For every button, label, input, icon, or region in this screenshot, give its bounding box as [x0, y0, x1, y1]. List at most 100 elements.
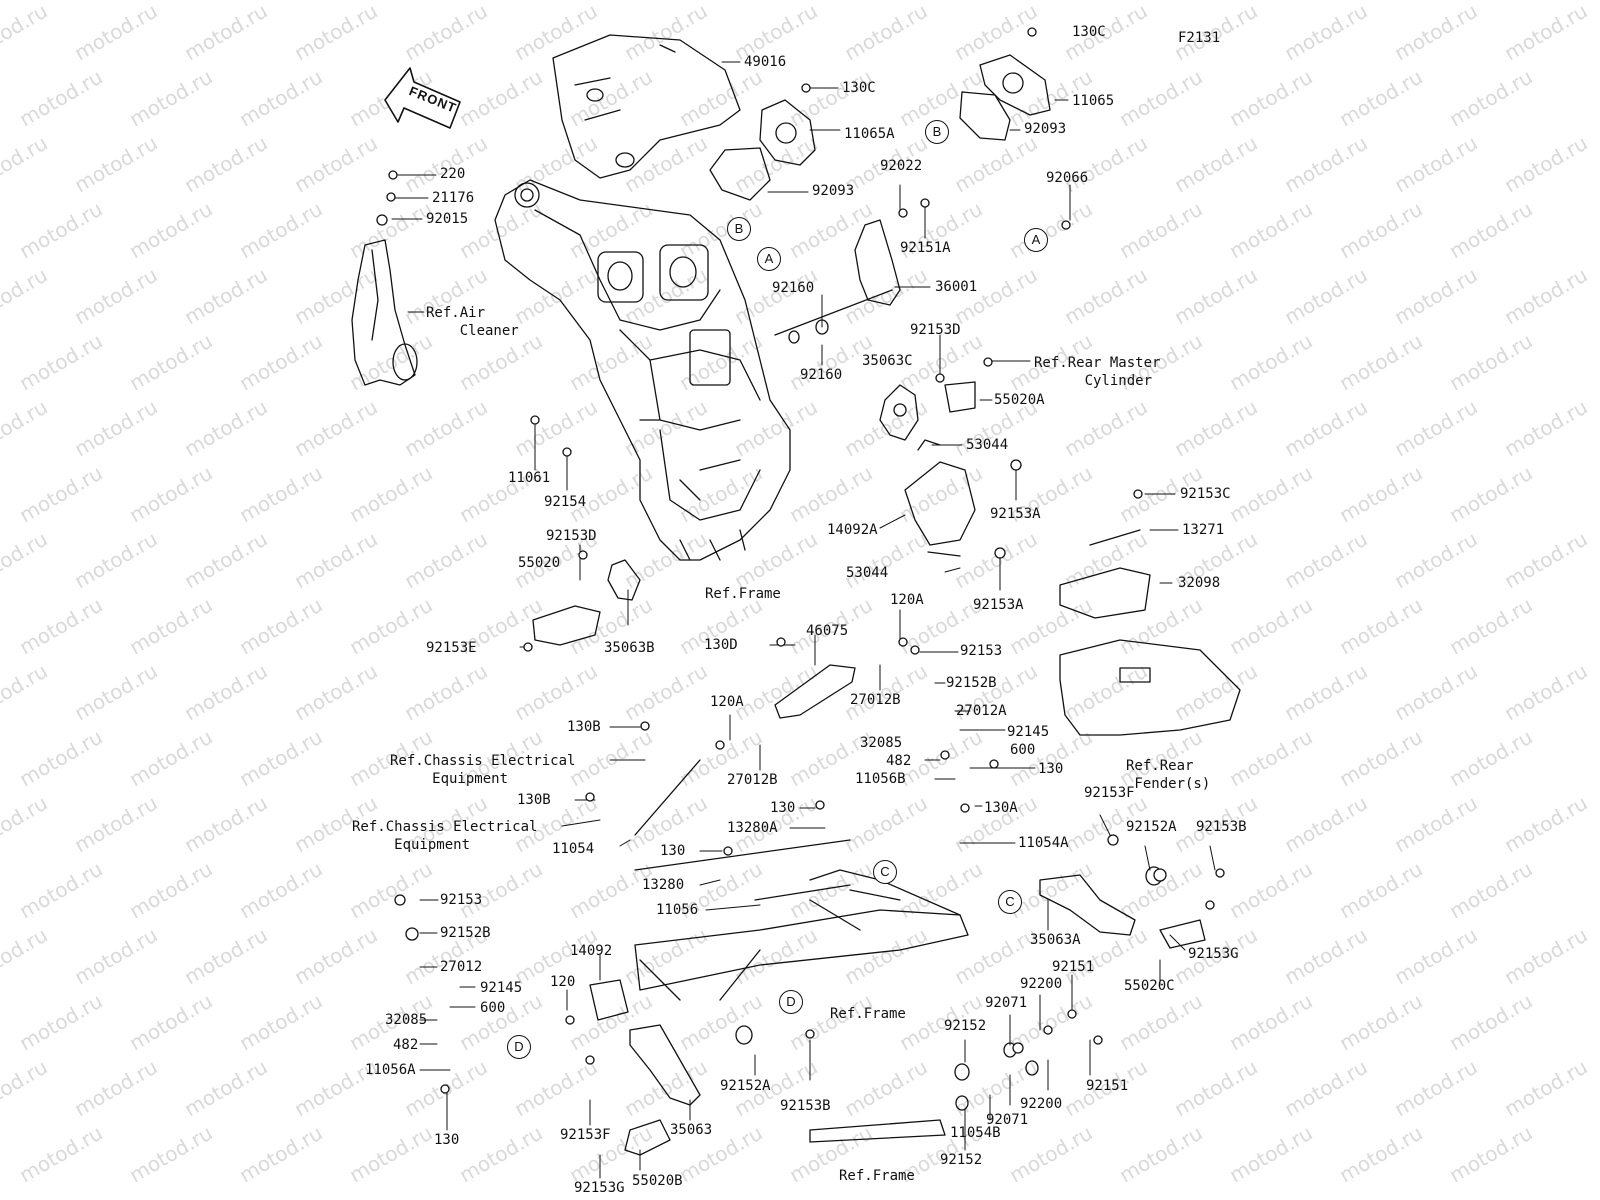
- part-label: 130B: [567, 719, 601, 735]
- part-label: 120A: [710, 694, 744, 710]
- part-label: 21176: [432, 190, 475, 206]
- part-label: 92153G: [1188, 946, 1239, 962]
- part-label: 92152A: [720, 1078, 771, 1094]
- marker-a-right: A: [1024, 228, 1048, 252]
- part-label: 92153B: [780, 1098, 831, 1114]
- part-label: 92152: [940, 1152, 983, 1168]
- part-label: 600: [1010, 742, 1036, 758]
- part-label: 27012B: [850, 692, 901, 708]
- part-label: 92153C: [1180, 486, 1231, 502]
- seat-cover-part: [552, 34, 741, 179]
- part-label: 92151: [1052, 959, 1095, 975]
- part-label: 92153E: [426, 640, 477, 656]
- part-label: 55020B: [632, 1173, 683, 1189]
- ref-rear-master-cylinder: Ref.Rear Master Cylinder: [1034, 355, 1161, 389]
- part-label: 92152A: [1126, 819, 1177, 835]
- part-label: 35063A: [1030, 932, 1081, 948]
- main-frame-part: [494, 179, 791, 561]
- part-label: 92152B: [946, 675, 997, 691]
- part-label: 92154: [544, 494, 587, 510]
- part-label: 35063: [670, 1122, 713, 1138]
- part-label: 35063B: [604, 640, 655, 656]
- ref-chassis-electrical-2: Ref.Chassis Electrical Equipment: [352, 819, 538, 853]
- marker-b-right: B: [925, 120, 949, 144]
- bracket-46075-part: [774, 664, 856, 719]
- part-label: 53044: [846, 565, 889, 581]
- part-label: 92145: [1007, 724, 1050, 740]
- part-label: 11054B: [950, 1125, 1001, 1141]
- heat-guard-14092a-part: [904, 439, 976, 557]
- subframe-part: [634, 759, 969, 1143]
- cover-plates-part: [709, 54, 1051, 201]
- fasteners: [376, 27, 1225, 1094]
- marker-d-left: D: [507, 1035, 531, 1059]
- footrest-bracket-35063a-part: [1039, 866, 1206, 949]
- ref-frame-top: Ref.Frame: [705, 586, 781, 602]
- part-label: 11056: [656, 902, 699, 918]
- part-label: 27012A: [956, 703, 1007, 719]
- part-label: 92066: [1046, 170, 1089, 186]
- part-label: 120A: [890, 592, 924, 608]
- part-label: 92153F: [560, 1127, 611, 1143]
- part-label: 92022: [880, 158, 923, 174]
- part-label: 27012B: [727, 772, 778, 788]
- part-label: 11065A: [844, 126, 895, 142]
- air-cleaner-duct-part: [351, 239, 418, 386]
- ref-rear-fender: Ref.Rear Fender(s): [1126, 758, 1211, 792]
- part-label: 55020A: [994, 392, 1045, 408]
- part-label: 92153B: [1196, 819, 1247, 835]
- part-label: 92200: [1020, 976, 1063, 992]
- part-label: 92145: [480, 980, 523, 996]
- part-label: 11054A: [1018, 835, 1069, 851]
- marker-d-mid: D: [779, 990, 803, 1014]
- marker-c-right: C: [998, 890, 1022, 914]
- part-label: 11065: [1072, 93, 1115, 109]
- part-label: 220: [440, 166, 466, 182]
- part-label: 92071: [985, 995, 1028, 1011]
- part-label: 27012: [440, 959, 483, 975]
- part-label: 92153A: [990, 506, 1041, 522]
- part-label: 130D: [704, 637, 738, 653]
- part-label: 92093: [812, 183, 855, 199]
- part-label: 482: [886, 753, 912, 769]
- bracket-36001-part: [774, 219, 901, 344]
- front-direction-arrow-icon: [384, 67, 461, 129]
- part-label: 55020: [518, 555, 561, 571]
- footrest-55020-part: [532, 559, 641, 646]
- part-label: 11061: [508, 470, 551, 486]
- part-label: 92093: [1024, 121, 1067, 137]
- marker-b-top: B: [727, 217, 751, 241]
- part-label: 92152B: [440, 925, 491, 941]
- part-label: 130: [770, 800, 796, 816]
- part-label: 92160: [772, 280, 815, 296]
- figure-code: F2131: [1178, 30, 1221, 46]
- part-label: 130: [434, 1132, 460, 1148]
- part-label: 49016: [744, 54, 787, 70]
- part-label: 600: [480, 1000, 506, 1016]
- part-label: 32085: [385, 1012, 428, 1028]
- part-label: 11056A: [365, 1062, 416, 1078]
- part-label: 46075: [806, 623, 849, 639]
- ref-air-cleaner: Ref.Air Cleaner: [426, 305, 519, 339]
- marker-c-mid: C: [873, 860, 897, 884]
- marker-a-top: A: [757, 247, 781, 271]
- part-label: 92152: [944, 1018, 987, 1034]
- part-label: 130: [660, 843, 686, 859]
- part-label: 92153D: [546, 528, 597, 544]
- part-label: 55020C: [1124, 978, 1175, 994]
- rear-master-bracket-part: [879, 381, 976, 441]
- heat-guard-14092-part: [589, 979, 629, 1021]
- leader-lines: [391, 61, 1216, 1179]
- part-label: 92153: [440, 892, 483, 908]
- part-label: 130C: [842, 80, 876, 96]
- part-label: 482: [393, 1037, 419, 1053]
- part-label: 11056B: [855, 771, 906, 787]
- part-label: 130C: [1072, 24, 1106, 40]
- part-label: 13280A: [727, 820, 778, 836]
- rear-fender-part: [1059, 529, 1241, 736]
- part-label: 35063C: [862, 353, 913, 369]
- ref-frame-mid: Ref.Frame: [830, 1006, 906, 1022]
- part-label: 13271: [1182, 522, 1225, 538]
- part-label: 13280: [642, 877, 685, 893]
